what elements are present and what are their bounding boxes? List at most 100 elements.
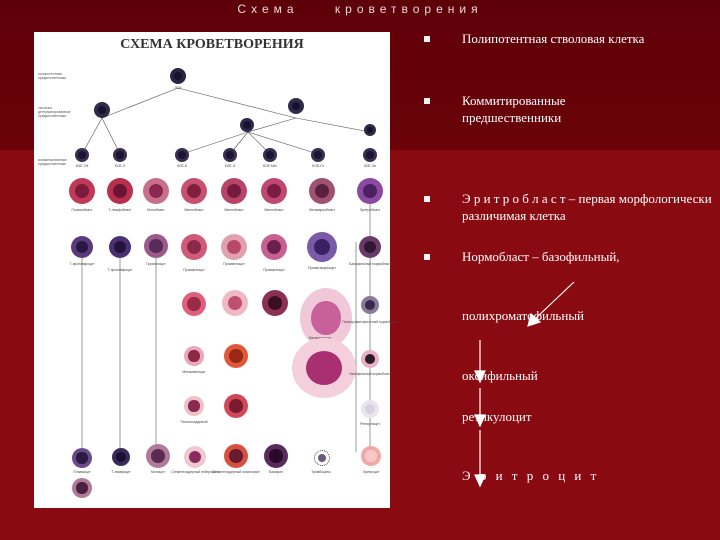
bullet-marker-2 xyxy=(424,98,430,104)
row2-cell-4 xyxy=(181,234,207,260)
sequence-polychromatophilic: полихроматофильный xyxy=(462,308,585,323)
side-label-committed: коммитированные предшественники xyxy=(38,158,67,166)
bullet-text-3: Э р и т р о б л а с т – первая морфологи… xyxy=(462,191,712,223)
metamyelocyte-label: Метамиелоцит xyxy=(182,370,206,374)
blast-cell-7 xyxy=(309,178,335,204)
side-label-pluripotent: полипотентные предшественники xyxy=(38,72,67,80)
row1-label-2: Т-лимфобласт xyxy=(108,208,132,212)
cfu-label-6: КОЕ-Гн xyxy=(312,164,324,168)
monocyte-cell xyxy=(146,444,170,468)
polychromatic-normoblast-cell xyxy=(361,296,379,314)
erythrocyte-cell xyxy=(361,446,381,466)
bullet-marker-3 xyxy=(424,196,430,202)
metamyelocyte-cell-1 xyxy=(184,346,204,366)
stem-cell-label: ПСК xyxy=(174,86,182,90)
myeloid-precursor xyxy=(288,98,304,114)
oxyphilic-label: Оксифильный нормобласт xyxy=(348,372,392,376)
row2-cell-6 xyxy=(261,234,287,260)
bottom-label-4: Сегментоядерный нейтрофил xyxy=(171,470,219,474)
row2-label-1: Т-пролимфоцит xyxy=(69,262,95,266)
bottom-label-3: Моноцит xyxy=(151,470,165,474)
row2-label-6: Промиелоцит xyxy=(263,268,285,272)
blast-cell-4 xyxy=(181,178,207,204)
row2-label-2: Т-пролимфоцит xyxy=(107,268,133,272)
bullet-text-1: Полипотентная стволовая клетка xyxy=(462,31,645,46)
cfu-label-3: КОЕ-Б xyxy=(176,164,188,168)
plasma-cell xyxy=(72,448,92,468)
platelets xyxy=(314,450,330,466)
blast-cell-5 xyxy=(221,178,247,204)
neutrophil-cell xyxy=(184,446,206,468)
title-word-scheme: Схема xyxy=(237,2,299,16)
cfu-label-7: КОЕ-Эо xyxy=(363,164,377,168)
platelet-cluster xyxy=(292,338,356,398)
myelocyte-cell-2 xyxy=(222,290,248,316)
bottom-label-1: Плазмоцит xyxy=(73,470,91,474)
row2-cell-2 xyxy=(109,236,131,258)
row1-label-5: Миелобласт xyxy=(224,208,244,212)
row1-label-6: Миелобласт xyxy=(264,208,284,212)
bottom-label-6: Базофил xyxy=(268,470,284,474)
hematopoiesis-diagram: СХЕМА КРОВЕТВОРЕНИЯ полипотентные предше… xyxy=(34,32,398,508)
row2-label-8: Базофильный нормобласт xyxy=(349,262,391,266)
reticulocyte-label: Ретикулоцит xyxy=(360,422,380,426)
blast-cell-3 xyxy=(143,178,169,204)
row1-label-4: Миелобласт xyxy=(184,208,204,212)
bottom-label-7: Тромбоциты xyxy=(311,470,331,474)
bullet-marker-4 xyxy=(424,254,430,260)
lymphoid-precursor xyxy=(94,102,110,118)
row2-label-5: Промиелоцит xyxy=(223,262,245,266)
cfu-cell-2 xyxy=(113,148,127,162)
blast-cell-6 xyxy=(261,178,287,204)
cfu-label-5: КОЕ-Мег xyxy=(263,164,277,168)
cfu-gemm-cell xyxy=(240,118,254,132)
myelocyte-cell-1 xyxy=(182,292,206,316)
band-label: Палочкоядерный xyxy=(180,420,208,424)
band-cell-2 xyxy=(224,394,248,418)
row2-cell-1 xyxy=(71,236,93,258)
row1-label-8: Эритробласт xyxy=(359,208,381,212)
diagram-title: СХЕМА КРОВЕТВОРЕНИЯ xyxy=(120,37,304,52)
row1-label-3: Монобласт xyxy=(147,208,165,212)
band-cell-1 xyxy=(184,396,204,416)
blast-cell-2 xyxy=(107,178,133,204)
title-word-hematopoiesis: кроветворения xyxy=(334,2,483,16)
eosinophil-cell xyxy=(224,444,248,468)
cfu-label-1: КОЕ-ГМ xyxy=(75,164,89,168)
cfu-cell-3 xyxy=(175,148,189,162)
row2-cell-5 xyxy=(221,234,247,260)
lone-cell-bottom xyxy=(72,478,92,498)
cfu-cell-7 xyxy=(363,148,377,162)
cfu-cell-4 xyxy=(223,148,237,162)
slide-title: Схема кроветворения xyxy=(0,0,720,18)
blast-cell-8 xyxy=(357,178,383,204)
row1-label-7: Мегакариобласт xyxy=(309,208,335,212)
reticulocyte-cell xyxy=(361,400,379,418)
cfu-cell-6 xyxy=(311,148,325,162)
bottom-label-5: Сегментоядерный эозинофил xyxy=(212,470,260,474)
metamyelocyte-cell-2 xyxy=(224,344,248,368)
basophil-cell xyxy=(264,444,288,468)
cfu-label-4: КОЕ-Э xyxy=(224,164,236,168)
cfu-bas-cell xyxy=(364,124,376,136)
cfu-label-2: КОЕ-Л xyxy=(114,164,126,168)
oxyphilic-normoblast-cell xyxy=(361,350,379,368)
row2-cell-3 xyxy=(144,234,168,258)
bullet-marker-1 xyxy=(424,36,430,42)
sequence-erythrocyte: Э р и т р о ц и т xyxy=(462,468,600,483)
row2-label-3: Промоноцит xyxy=(146,262,166,266)
row2-label-4: Промиелоцит xyxy=(183,268,205,272)
cfu-cell-5 xyxy=(263,148,277,162)
polychromatic-label: Полихроматофильный нормобласт xyxy=(342,320,398,324)
side-label-partially-determined: частично детерминированные предшественни… xyxy=(38,106,71,118)
row1-label-1: Плазмобласт xyxy=(71,208,93,212)
bottom-label-8: Эритроцит xyxy=(362,470,380,474)
row2-cell-8 xyxy=(359,236,381,258)
stem-cell xyxy=(170,68,186,84)
bullet-text-4: Нормобласт – базофильный, xyxy=(462,249,620,264)
cfu-cell-1 xyxy=(75,148,89,162)
t-lymphocyte-cell xyxy=(112,448,130,466)
row2-label-7: Промегакариоцит xyxy=(308,266,336,270)
myelocyte-cell-3 xyxy=(262,290,288,316)
